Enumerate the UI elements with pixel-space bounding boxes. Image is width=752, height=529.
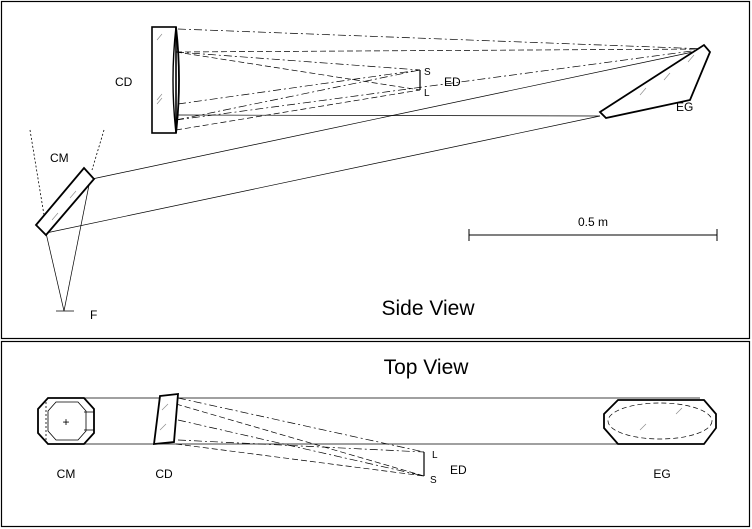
label-cm-side: CM — [50, 151, 69, 165]
eg-mirror-side — [598, 43, 712, 119]
cm-center-mark: + — [62, 415, 69, 429]
top-view-title: Top View — [384, 356, 470, 379]
cd-mirror-top — [152, 392, 179, 446]
label-cd-side: CD — [115, 75, 133, 89]
top-view-rays — [64, 397, 700, 477]
top-view: Top View + — [37, 356, 717, 486]
label-l-side: L — [424, 88, 430, 99]
label-s-side: S — [424, 67, 431, 78]
label-eg-side: EG — [676, 100, 693, 114]
label-s-top: S — [430, 475, 437, 486]
side-view: 0.5 m CD S L ED EG CM F Side View — [29, 26, 718, 322]
label-f-side: F — [90, 308, 97, 322]
label-ed-side: ED — [444, 75, 461, 89]
cd-mirror-side — [151, 26, 180, 134]
label-cd-top: CD — [155, 467, 173, 481]
eg-mirror-top — [603, 399, 717, 445]
side-view-title: Side View — [381, 297, 475, 320]
label-l-top: L — [432, 450, 438, 461]
scale-bar-label: 0.5 m — [578, 215, 608, 229]
label-ed-top: ED — [450, 463, 467, 477]
cm-mirror-side — [34, 166, 96, 237]
scale-bar: 0.5 m — [468, 215, 718, 241]
label-cm-top: CM — [57, 467, 76, 481]
top-view-panel — [0, 340, 751, 528]
side-view-panel — [0, 0, 751, 340]
side-view-rays — [29, 28, 708, 312]
cm-mirror-top: + — [37, 397, 95, 445]
label-eg-top: EG — [653, 467, 670, 481]
